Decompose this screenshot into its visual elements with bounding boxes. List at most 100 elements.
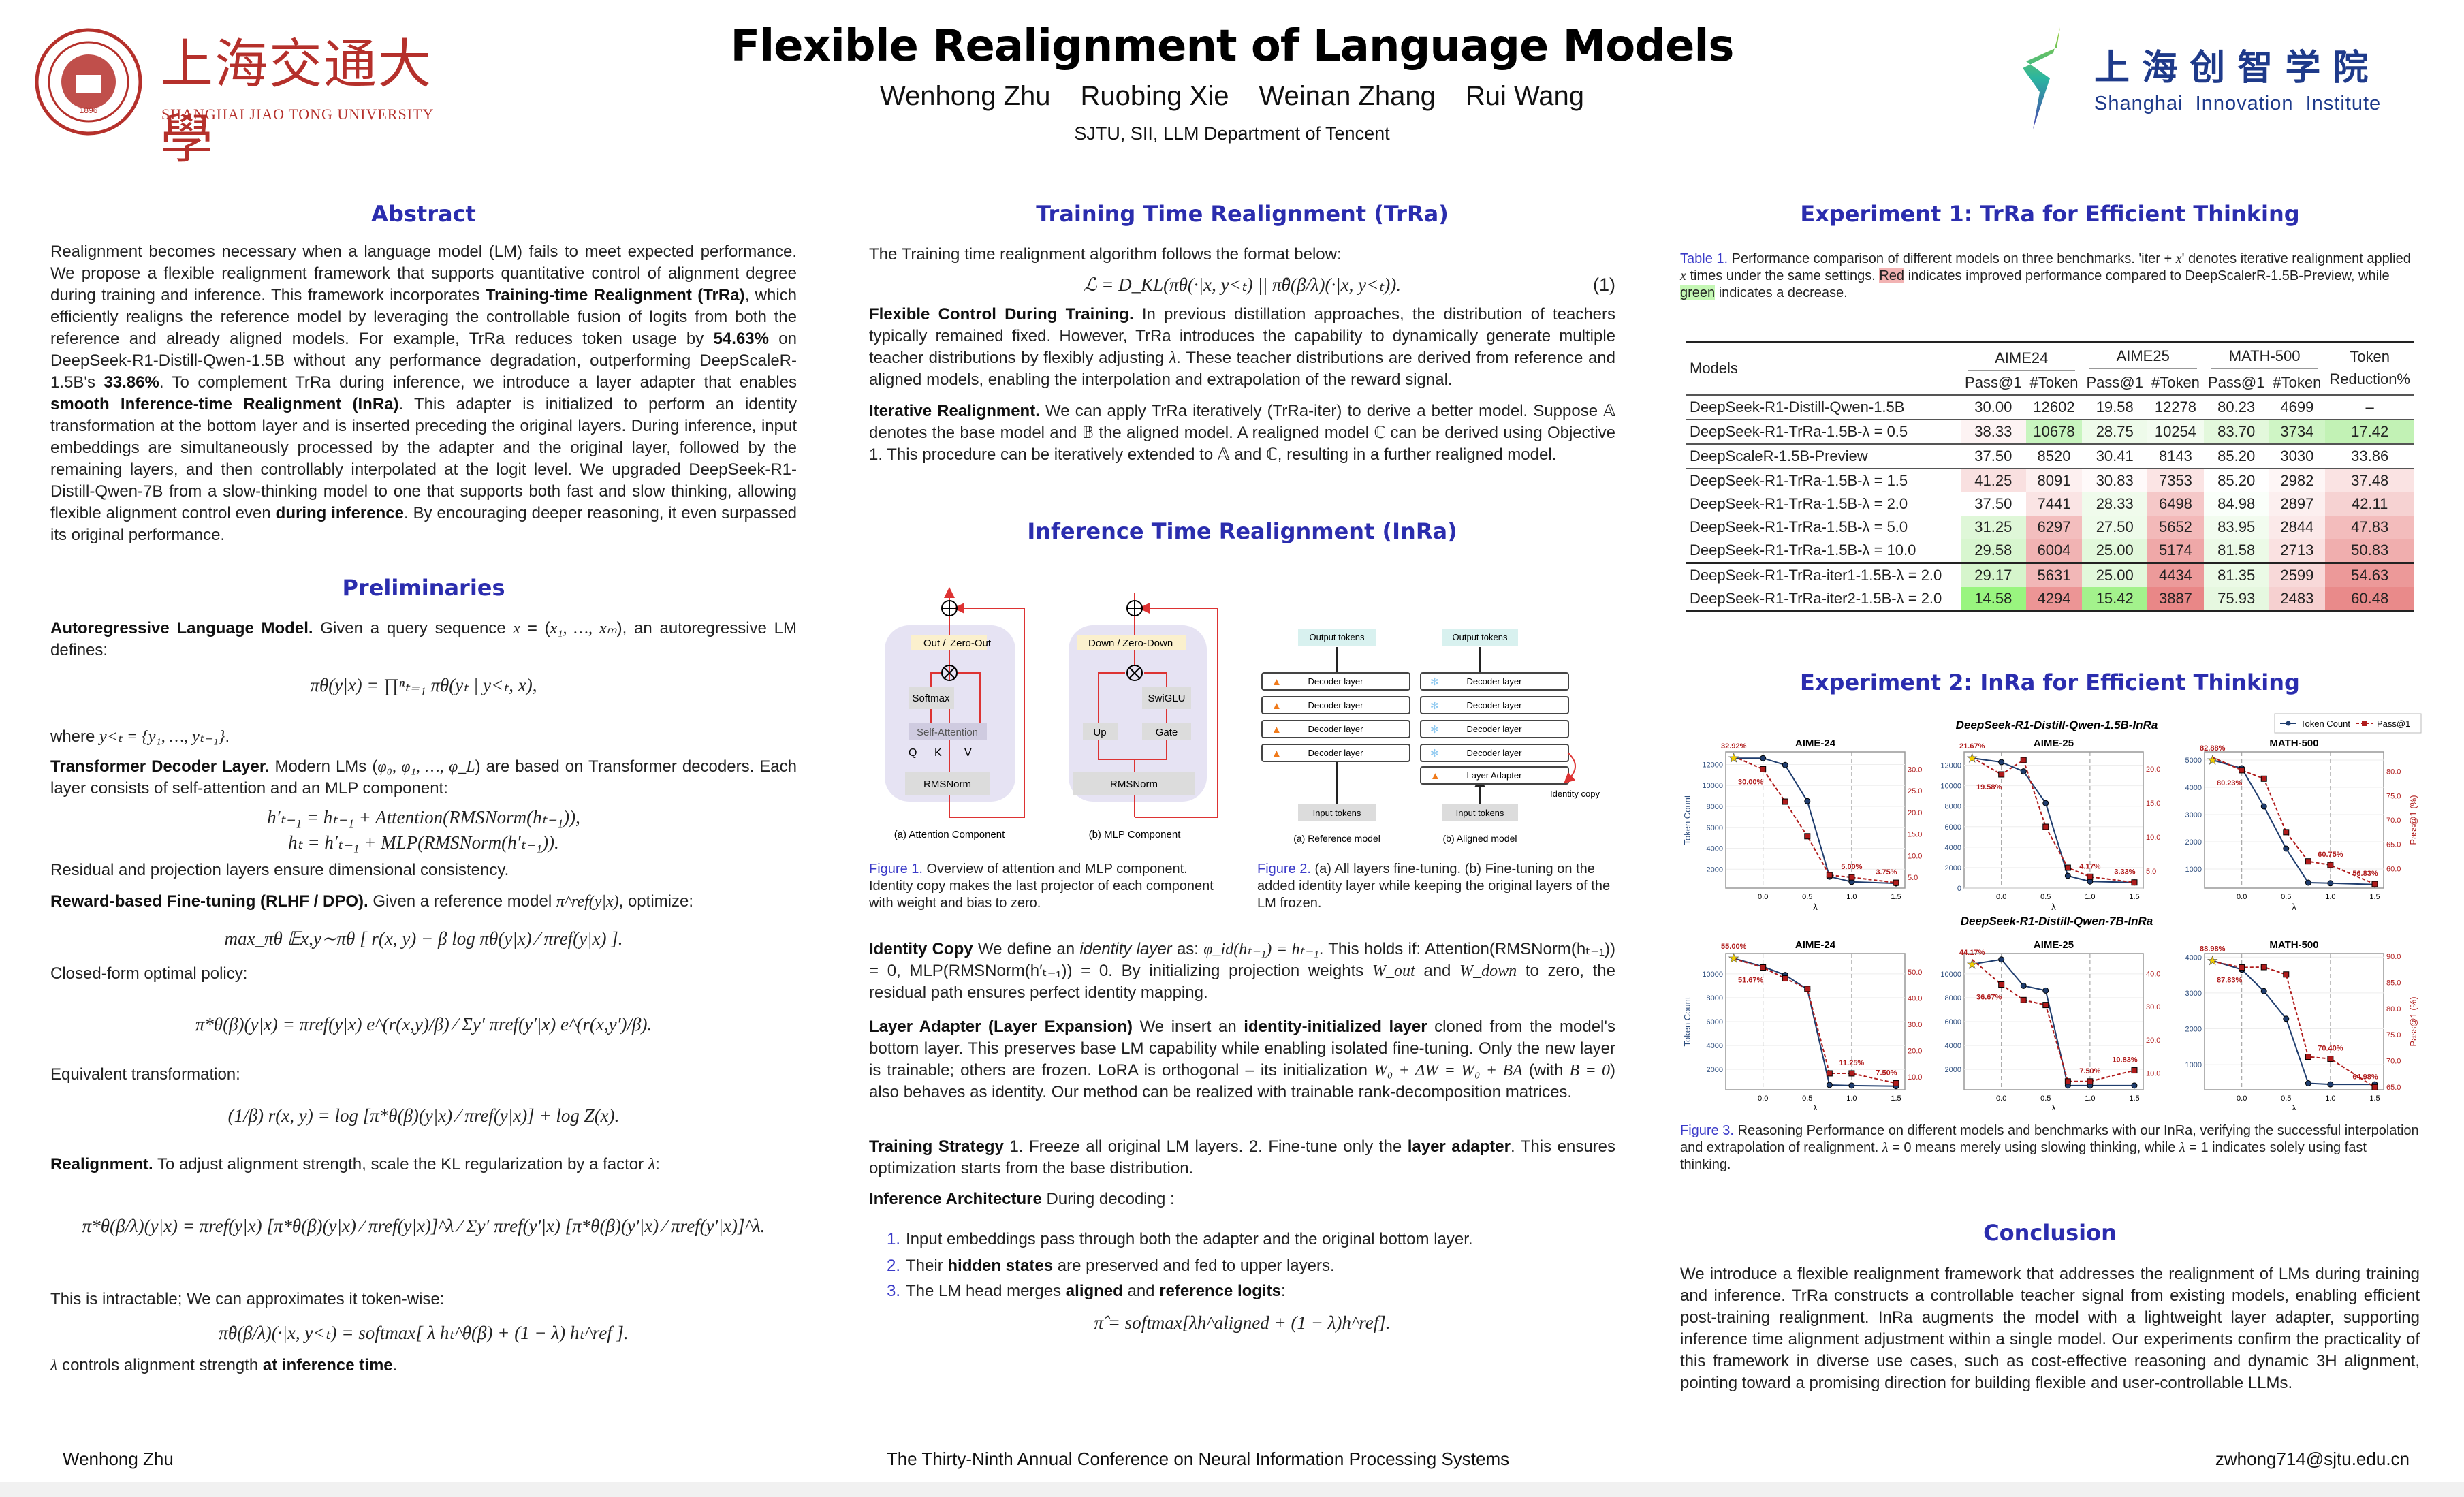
text-run: ' denotes iterative realignment applied [2181,251,2411,266]
paragraph: Closed-form optimal policy: [50,963,797,985]
figure-2-label: Figure 2. [1257,862,1311,877]
pass-point [2087,1078,2094,1085]
plot-area [2204,953,2384,1090]
model-name-cell: DeepSeek-R1-TrRa-1.5B-λ = 10.0 [1690,541,1916,558]
text-run: We define an [973,940,1080,958]
text-run: times under the same settings. [1686,268,1880,283]
text-run: Equivalent transformation: [50,1065,240,1084]
x-axis-label: λ [2292,902,2296,912]
model-name-cell: DeepSeek-R1-TrRa-1.5B-λ = 5.0 [1690,518,1908,535]
text-run: x [1680,268,1686,283]
pass-point [2064,864,2071,871]
left-tick-label: 1000 [2185,1061,2202,1069]
output-tokens-box: Output tokens [1453,632,1508,642]
text-run: 33.86% [104,373,159,392]
value-cell: 80.23 [2217,398,2256,415]
text-run: indicates a decrease. [1715,285,1848,300]
chart-title: AIME-25 [2034,738,2074,749]
list-item: 2.Their hidden states are preserved and … [869,1255,1615,1277]
right-tick-label: 10.0 [1908,1073,1922,1082]
chart-6: MATH-500100020003000400065.070.075.080.0… [2185,939,2418,1110]
token-point [2020,982,2027,989]
svg-text:1896: 1896 [80,106,98,115]
left-tick-label: 4000 [2185,784,2202,792]
sub-header: Pass@1 [2086,374,2143,391]
right-tick-label: 10.0 [2146,1070,2160,1078]
value-cell: 29.58 [1961,539,2026,563]
model-name-cell: DeepScaleR-1.5B-Preview [1690,447,1868,464]
model-name-cell: DeepSeek-R1-TrRa-iter2-1.5B-λ = 2.0 [1690,590,1942,607]
value-cell: 2982 [2269,469,2326,492]
decoder-layer-label: Decoder layer [1308,700,1364,710]
x-tick-label: 0.5 [1802,1094,1812,1103]
star-marker-icon: ★ [1728,751,1739,765]
pass-point [2327,1056,2334,1062]
exp1-heading: Experiment 1: TrRa for Efficient Thinkin… [1800,201,2300,227]
value-cell: 81.35 [2203,563,2269,587]
x-tick-label: 0.0 [2237,893,2247,901]
flame-icon: ▲ [1272,676,1282,688]
figure-1-2-diagrams: Out / Zero-Out Softmax Self-Attention Q … [885,565,1600,844]
token-point [2042,800,2049,806]
down-label: Down / [1088,637,1121,649]
list-number: 2. [887,1257,901,1275]
list-number: 3. [887,1282,901,1300]
text-run: Given a reference model [368,892,556,911]
flame-icon: ▲ [1272,724,1282,736]
bottom-band [0,1482,2464,1497]
text-run: Iterative Realignment. [869,402,1040,420]
plot-area [2204,751,2384,889]
value-cell: 33.86 [2351,447,2389,464]
footer-email[interactable]: zwhong714@sjtu.edu.cn [2215,1449,2410,1469]
value-cell: 38.33 [1961,420,2026,444]
zero-down-label: Zero-Down [1122,637,1173,649]
figure-1a-attention: Out / Zero-Out Softmax Self-Attention Q … [885,593,1025,840]
figure-1-caption: Figure 1. Overview of attention and MLP … [869,861,1223,912]
text-run: Realignment. [50,1155,153,1173]
token-point [2131,1082,2138,1089]
value-cell: 2599 [2269,563,2326,587]
paragraph: Realignment. To adjust alignment strengt… [50,1154,797,1176]
text-run: φ_id(hₜ₋₁) = hₜ₋₁ [1203,941,1319,958]
value-cell: 4434 [2147,563,2204,587]
decoder-layer-box [1261,720,1410,738]
right-tick-label: 65.0 [2386,841,2401,849]
pass-point [2239,964,2245,971]
paragraph: λ controls alignment strength at inferen… [50,1355,797,1376]
self-attention-box: Self-Attention [917,727,978,738]
data-label: 7.50% [1876,1069,1897,1077]
group-header: AIME24 [1961,342,2082,371]
pass-point [2087,873,2094,880]
paragraph: Residual and projection layers ensure di… [50,860,797,881]
data-label: 11.25% [1839,1059,1865,1067]
decoder-layer-box [1420,696,1569,714]
star-marker-icon: ★ [2207,753,2218,767]
paragraph: Flexible Control During Training. In pre… [869,304,1615,391]
x-tick-label: 0.5 [2281,1094,2291,1103]
star-marker-icon: ★ [1967,958,1978,971]
sub-header: #Token [2273,374,2322,391]
models-header: Models [1690,360,1738,377]
x-tick-label: 0.5 [1802,893,1812,901]
right-tick-label: 50.0 [1908,968,1922,977]
x-tick-label: 1.5 [2129,1094,2139,1103]
text-run: . To complement TrRa during inference, w… [159,373,797,392]
value-cell: 25.00 [2082,563,2147,587]
decoder-layer-box [1261,696,1410,714]
text-run: hidden states [947,1257,1054,1275]
value-cell: 25.00 [2082,539,2147,563]
left-tick-label: 2000 [1945,1066,1961,1074]
text-run: . [392,1356,398,1374]
left-tick-label: 2000 [2185,1026,2202,1034]
affiliation: SJTU, SII, LLM Department of Tencent [1074,123,1390,144]
data-label: 56.83% [2352,870,2378,878]
value-cell: 37.50 [1974,447,2012,464]
value-cell: 31.25 [1961,516,2026,539]
inra-charts: DeepSeek-R1-Distill-Qwen-1.5B-InRaDeepSe… [1682,713,2422,1110]
trra-body: The Training time realignment algorithm … [869,0,1615,545]
equation: hₜ = h′ₜ₋₁ + MLP(RMSNorm(h′ₜ₋₁)). [288,832,559,853]
text-run: are preserved and fed to upper layers. [1053,1257,1335,1275]
